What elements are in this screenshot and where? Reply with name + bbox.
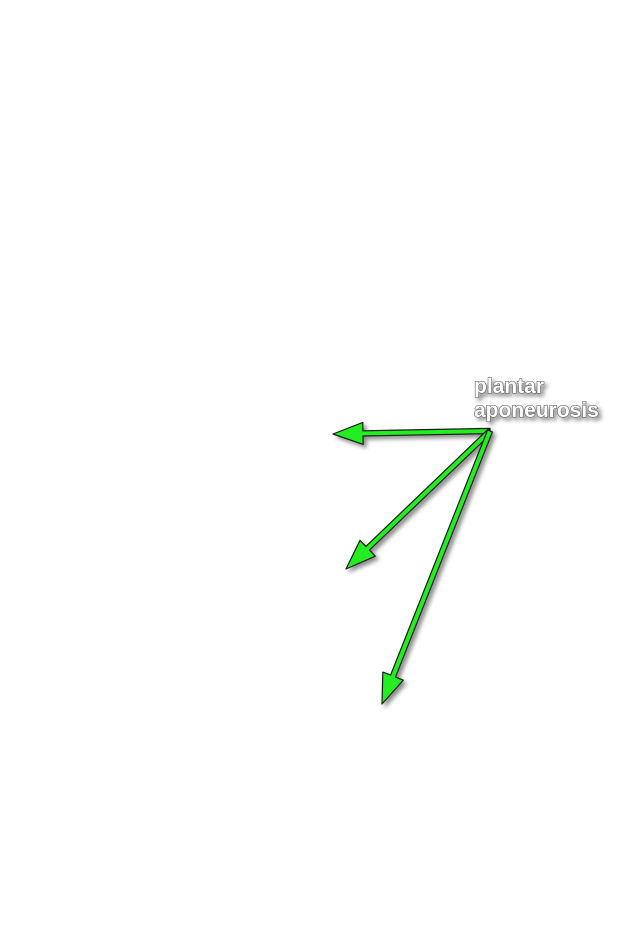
pointer-arrows (332, 421, 493, 705)
arrow-left (332, 421, 491, 445)
arrow-down-left (345, 428, 493, 570)
label-plantar-aponeurosis: plantar aponeurosis (473, 374, 599, 422)
label-line-1: plantar (474, 375, 544, 398)
arrow-down (381, 429, 493, 705)
label-line-2: aponeurosis (474, 399, 599, 422)
